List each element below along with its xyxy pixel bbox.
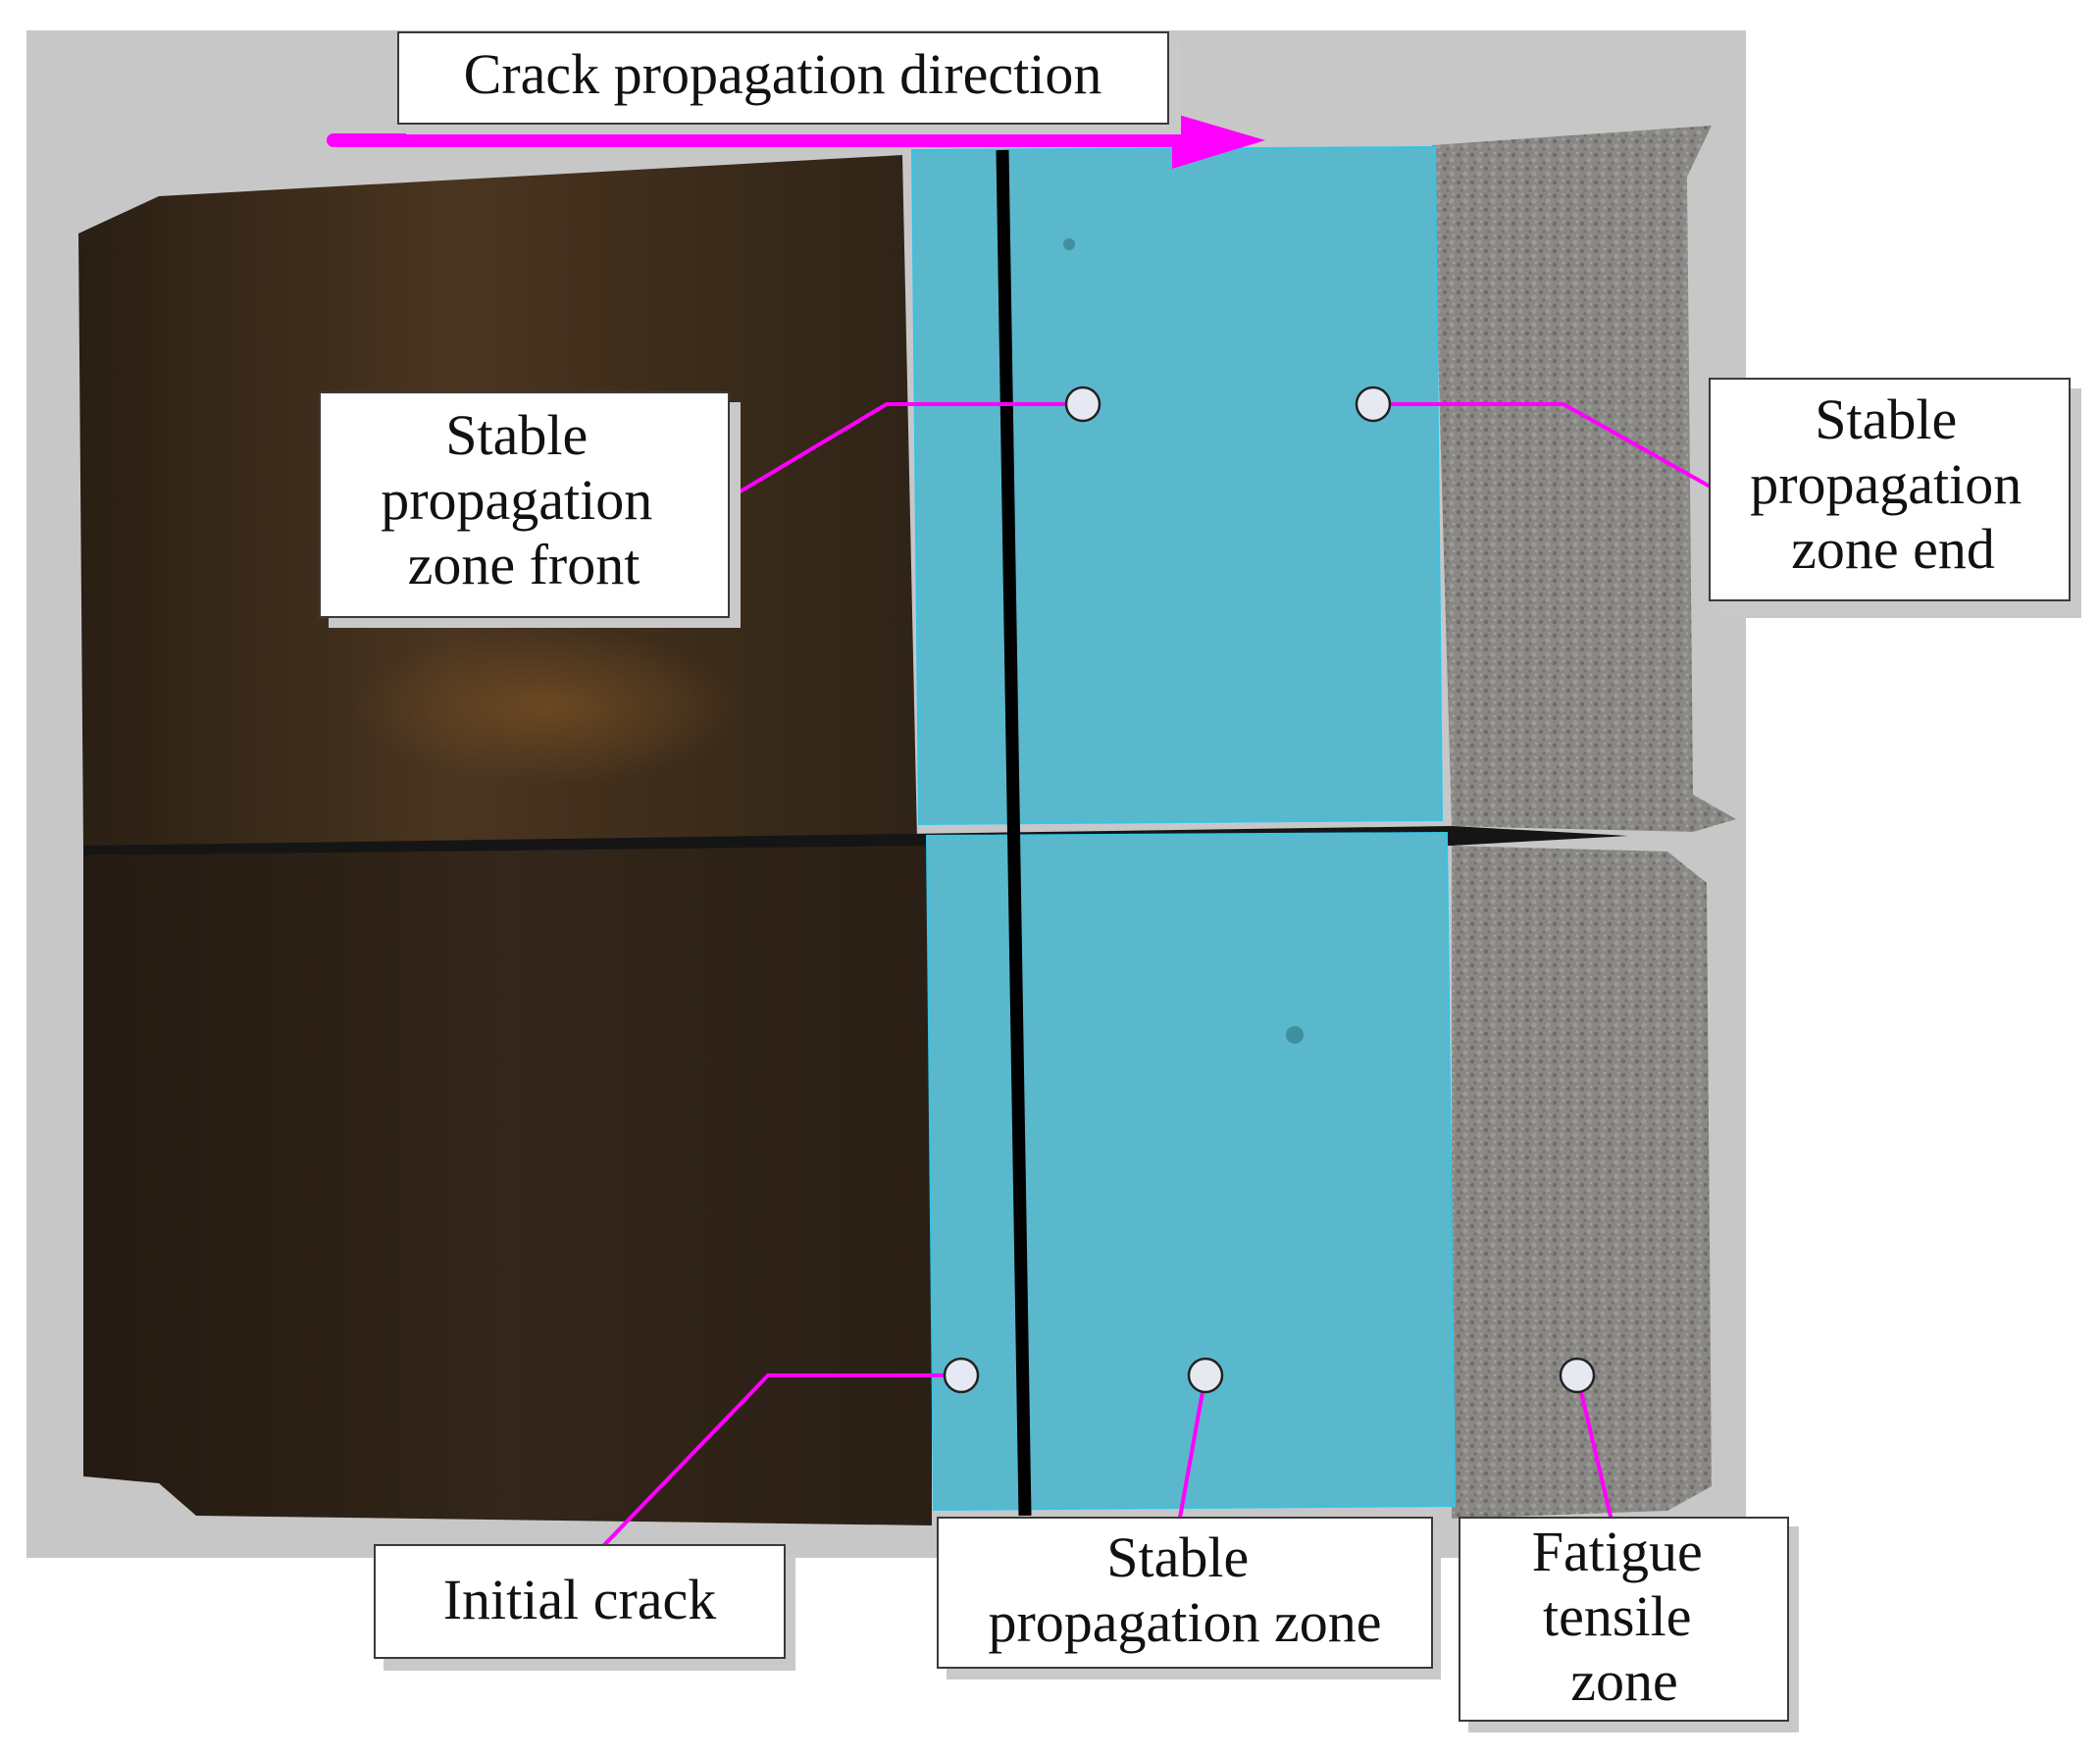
surface-pit xyxy=(1063,238,1075,250)
marker-fatigue xyxy=(1559,1357,1596,1394)
fatigue-label-box xyxy=(1459,1517,1789,1722)
direction-arrow-head xyxy=(1172,113,1265,169)
specimen-bottom-rusty-face xyxy=(83,846,932,1525)
rust-stain xyxy=(353,628,745,785)
marker-stable-zone xyxy=(1187,1357,1224,1394)
marker-end xyxy=(1355,386,1392,423)
direction-label: Crack propagation direction xyxy=(464,42,1102,106)
specimen-top-fracture-face xyxy=(1432,126,1736,832)
surface-pit xyxy=(1286,1026,1304,1044)
initial-label-box xyxy=(374,1544,786,1659)
direction-label-box xyxy=(397,31,1169,125)
front-label: Stable propagation zone front xyxy=(381,403,667,596)
initial-crack-line xyxy=(996,149,1032,1517)
leader-end xyxy=(1373,402,1715,491)
leader-front xyxy=(727,402,1083,500)
end-label: Stable propagation zone end xyxy=(1750,387,2036,581)
front-label-box xyxy=(319,391,730,618)
marker-initial xyxy=(943,1357,980,1394)
stable-zone-label-box xyxy=(937,1517,1433,1669)
leader-stable-zone xyxy=(1178,1374,1207,1519)
stable-zone-label: Stable propagation zone xyxy=(988,1525,1381,1654)
marker-front xyxy=(1064,386,1101,423)
stable-zone-highlight-top xyxy=(910,145,1444,826)
specimen-bottom-fracture-face xyxy=(1452,846,1712,1519)
fatigue-label: Fatigue tensile zone xyxy=(1532,1520,1716,1713)
stable-zone-highlight-bottom xyxy=(925,831,1457,1512)
leader-initial xyxy=(599,1373,961,1550)
end-label-box xyxy=(1709,378,2071,601)
leader-fatigue xyxy=(1575,1374,1613,1522)
initial-label: Initial crack xyxy=(443,1568,717,1631)
